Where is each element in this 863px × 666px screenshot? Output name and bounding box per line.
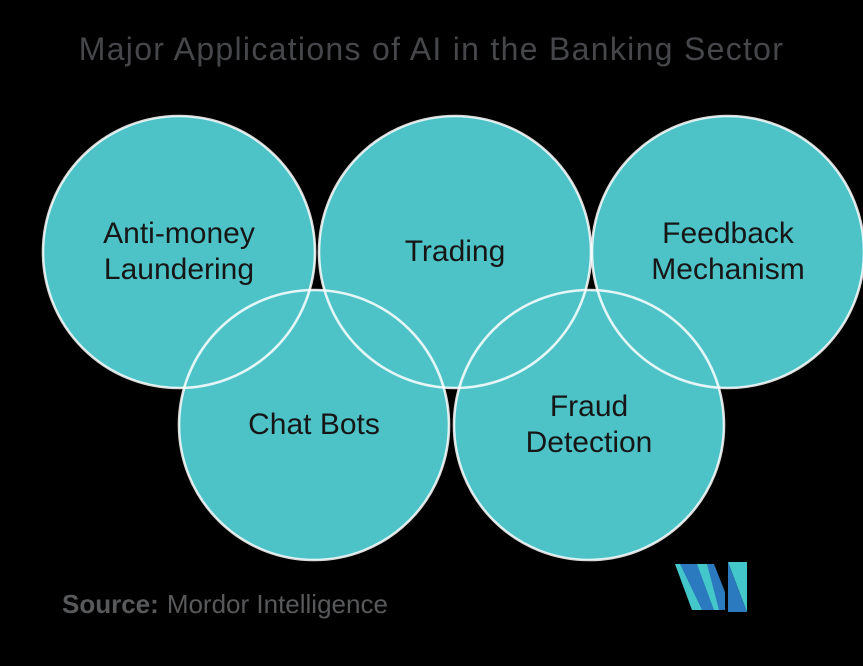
venn-circle-outline-anti-money-laundering <box>41 114 317 390</box>
venn-circle-fill-chat-bots <box>179 290 449 560</box>
circle-label-anti-money-laundering: Anti-money Laundering <box>103 217 255 286</box>
logo-m-band-teal-1 <box>675 564 703 610</box>
venn-circle-fill-fraud-detection <box>454 290 724 560</box>
venn-circle-outline-feedback-mechanism <box>590 114 863 390</box>
logo-m-band-blue-1 <box>680 564 719 610</box>
circle-label-fraud-detection: Fraud Detection <box>525 390 653 459</box>
source-label: Source: <box>62 589 159 619</box>
source-value: Mordor Intelligence <box>166 589 388 619</box>
circle-label-feedback-mechanism: Feedback Mechanism <box>651 217 805 286</box>
logo-m-band-blue-2 <box>707 564 725 610</box>
venn-circle-outline-chat-bots <box>177 288 451 562</box>
circle-label-trading: Trading <box>404 235 506 268</box>
source-line: Source:Mordor Intelligence <box>62 589 388 620</box>
page-title: Major Applications of AI in the Banking … <box>78 31 785 67</box>
mordor-intelligence-logo <box>675 562 747 612</box>
logo-i-bar-blue <box>728 562 747 612</box>
circle-label-chat-bots: Chat Bots <box>248 408 380 441</box>
venn-circle-outline-fraud-detection <box>452 288 726 562</box>
